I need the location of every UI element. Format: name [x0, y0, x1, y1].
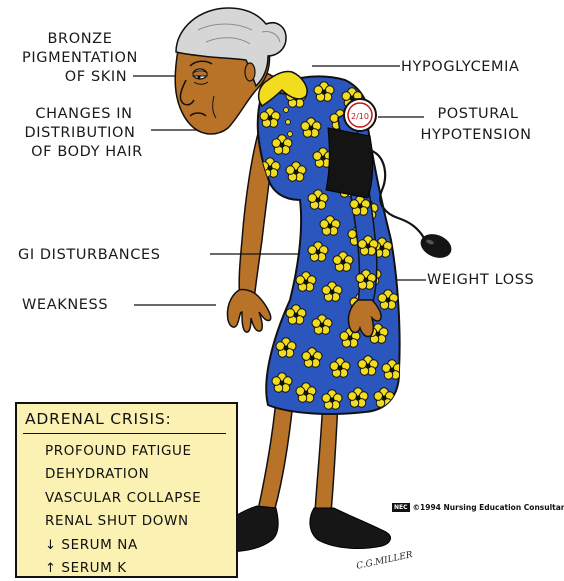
gauge-reading: 2/10 [351, 112, 369, 121]
label-bronze-3: OF SKIN [65, 69, 127, 85]
ear [245, 63, 255, 81]
adrenal-crisis-box: ADRENAL CRISIS: PROFOUND FATIGUE DEHYDRA… [15, 402, 238, 578]
label-bronze-1: BRONZE [48, 31, 113, 47]
publisher-logo: NEC [392, 503, 410, 512]
shoe-right [310, 508, 391, 548]
label-postural-2: HYPOTENSION [420, 127, 531, 143]
crisis-item: ↑ SERUM K [45, 557, 201, 580]
label-hair-2: DISTRIBUTION [24, 125, 135, 141]
leg-front [258, 400, 293, 512]
up-arrow-icon: ↑ [45, 561, 57, 576]
crisis-title: ADRENAL CRISIS: [25, 410, 172, 428]
copyright-notice: NEC©1994 Nursing Education Consultants [392, 503, 564, 512]
crisis-item: DEHYDRATION [45, 463, 201, 486]
bp-cuff [326, 128, 373, 198]
label-hair-1: CHANGES IN [35, 106, 132, 122]
crisis-item: VASCULAR COLLAPSE [45, 487, 201, 510]
hand-left [227, 289, 270, 332]
label-postural-1: POSTURAL [437, 106, 518, 122]
crisis-item: PROFOUND FATIGUE [45, 440, 201, 463]
label-weight-loss: WEIGHT LOSS [427, 272, 534, 288]
crisis-list: PROFOUND FATIGUE DEHYDRATION VASCULAR CO… [45, 440, 201, 580]
crisis-divider [23, 433, 226, 434]
label-bronze-2: PIGMENTATION [22, 50, 138, 66]
bp-gauge: 2/10 [344, 99, 376, 131]
label-gi: GI DISTURBANCES [18, 247, 161, 263]
leg-back [315, 400, 338, 512]
label-hair-3: OF BODY HAIR [31, 144, 143, 160]
label-hypoglycemia: HYPOGLYCEMIA [401, 59, 520, 75]
label-weakness: WEAKNESS [22, 297, 108, 313]
crisis-item: RENAL SHUT DOWN [45, 510, 201, 533]
crisis-item: ↓ SERUM NA [45, 534, 201, 557]
down-arrow-icon: ↓ [45, 538, 57, 553]
